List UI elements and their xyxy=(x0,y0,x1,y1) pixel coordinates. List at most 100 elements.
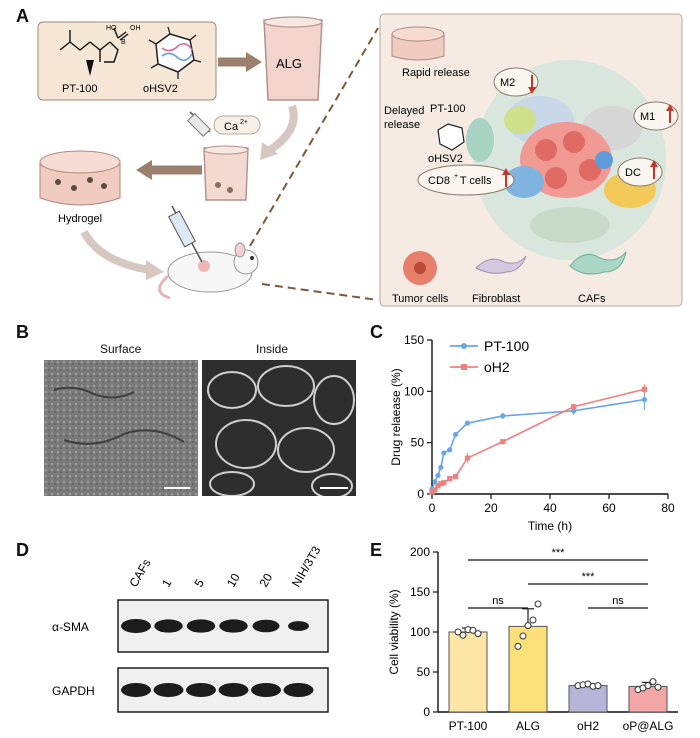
dc-callout xyxy=(617,157,663,187)
significance-label: *** xyxy=(552,547,566,559)
data-point xyxy=(459,631,467,639)
blot-band xyxy=(251,683,281,697)
y-axis-label: Cell viability (%) xyxy=(387,589,401,674)
y-tick-label: 100 xyxy=(404,384,424,398)
y-tick-label: 50 xyxy=(417,665,431,679)
panel-d-letter: D xyxy=(16,540,29,560)
x-tick-label: 20 xyxy=(484,501,498,515)
rapid-release-label: Rapid release xyxy=(402,67,470,79)
lane-label: 10 xyxy=(224,571,243,590)
legend-fibroblast-label: Fibroblast xyxy=(472,293,520,305)
small-ohsv2-icon xyxy=(437,123,465,151)
data-point xyxy=(435,472,441,479)
data-point xyxy=(644,682,652,690)
arrow-to-mouse xyxy=(80,229,151,274)
data-point xyxy=(571,408,577,414)
data-point xyxy=(474,630,482,638)
data-point xyxy=(649,678,657,686)
panel-c-letter: C xyxy=(370,322,383,342)
cafs-legend-icon xyxy=(569,251,627,275)
hydrogel-disk-icon xyxy=(39,150,121,206)
blot-band xyxy=(218,683,249,697)
data-point xyxy=(464,420,470,426)
calcium-bubble xyxy=(213,115,261,135)
data-point xyxy=(571,404,577,410)
blot-row-label: GAPDH xyxy=(52,684,95,698)
cd8-suffix: T cells xyxy=(457,175,492,187)
lane-label: 20 xyxy=(256,571,275,590)
pt100-compound-label: PT-100 xyxy=(62,83,97,95)
tumor-cluster xyxy=(466,60,666,260)
category-label: PT-100 xyxy=(449,719,488,733)
inside-label: Inside xyxy=(256,342,289,356)
ohsv2-virus-icon xyxy=(148,26,202,79)
pt100-release-label: PT-100 xyxy=(430,103,465,115)
legend-label-0: PT-100 xyxy=(484,338,529,354)
cd8-superscript: + xyxy=(454,173,458,180)
lane-label: NIH/3T3 xyxy=(289,544,324,590)
data-point xyxy=(454,628,462,636)
y-tick-label: 150 xyxy=(404,333,424,347)
data-point xyxy=(438,481,444,487)
y-axis-label: Drug relaease (%) xyxy=(389,368,403,465)
blot-band xyxy=(186,683,216,697)
boron-ho-label: HO xyxy=(106,25,117,32)
pt100-structure xyxy=(59,27,129,63)
blot-band xyxy=(219,619,248,633)
injection-syringe-icon xyxy=(168,205,203,263)
alg-beaker-icon xyxy=(263,16,323,101)
significance-label: ns xyxy=(612,595,624,607)
x-tick-label: 80 xyxy=(661,501,675,515)
arrow-to-crosslink xyxy=(267,104,298,154)
blot-band xyxy=(121,619,151,633)
data-point xyxy=(534,600,542,608)
data-point xyxy=(447,447,453,453)
cd8-label: CD8 xyxy=(428,175,450,187)
x-axis-label: Time (h) xyxy=(528,519,572,533)
release-hydrogel-icon xyxy=(391,26,445,61)
ohsv2-compound-label: oHSV2 xyxy=(143,83,178,95)
y-tick-label: 0 xyxy=(423,705,430,719)
x-tick-label: 60 xyxy=(602,501,616,515)
dc-label: DC xyxy=(625,167,641,179)
syringe-icon xyxy=(186,111,212,138)
significance-label: ns xyxy=(492,595,504,607)
data-point xyxy=(464,455,470,461)
data-point xyxy=(441,480,447,486)
boron-b-label: B xyxy=(121,39,126,46)
hydrogel-label: Hydrogel xyxy=(58,213,102,225)
sem-surface-image xyxy=(44,360,198,496)
delayed-release-line2: release xyxy=(384,119,420,131)
series-line-0 xyxy=(431,398,645,490)
lane-label: CAFs xyxy=(126,557,153,590)
data-point xyxy=(435,483,441,489)
bar xyxy=(448,631,488,713)
blot-band xyxy=(252,619,280,633)
y-tick-label: 100 xyxy=(410,625,430,639)
blot-band xyxy=(154,619,183,633)
significance-label: *** xyxy=(582,571,596,583)
data-point xyxy=(641,396,647,403)
data-point xyxy=(432,487,438,493)
legend-tumor-label: Tumor cells xyxy=(392,293,449,305)
x-tick-label: 40 xyxy=(543,501,557,515)
bar xyxy=(508,625,548,713)
data-point xyxy=(529,616,537,624)
data-point xyxy=(594,682,602,690)
category-label: oP@ALG xyxy=(623,719,674,733)
data-point xyxy=(500,439,506,445)
data-point xyxy=(429,489,435,495)
ohsv2-release-label: oHSV2 xyxy=(428,153,463,165)
data-point xyxy=(641,386,647,392)
surface-label: Surface xyxy=(100,342,142,356)
fibroblast-legend-icon xyxy=(475,255,527,274)
category-label: ALG xyxy=(516,719,540,733)
blot-band xyxy=(153,683,184,697)
mouse-icon xyxy=(158,242,259,300)
data-point xyxy=(469,626,477,634)
y-tick-label: 50 xyxy=(411,436,425,450)
data-point xyxy=(519,632,527,640)
